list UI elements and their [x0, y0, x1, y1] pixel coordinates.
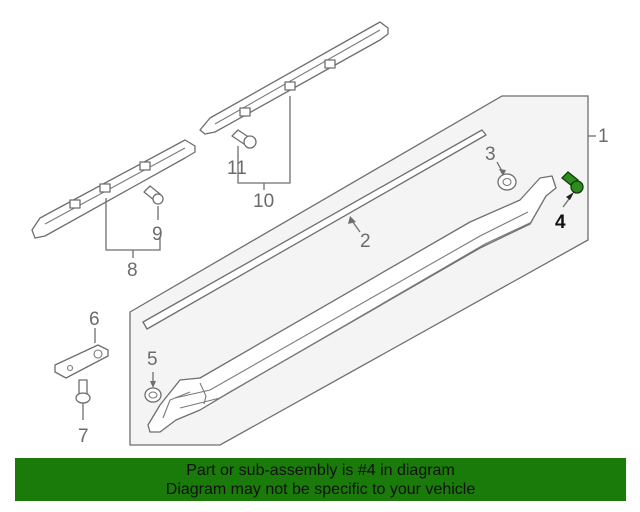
step-rail: [147, 175, 557, 433]
info-banner: Part or sub-assembly is #4 in diagram Di…: [15, 458, 626, 501]
bracket-8: [31, 139, 196, 239]
callout-8: 8: [127, 260, 138, 281]
clip-7: [75, 379, 91, 420]
callout-7: 7: [78, 426, 89, 447]
bolt-9: [143, 185, 164, 220]
banner-line-2: Diagram may not be specific to your vehi…: [165, 480, 476, 498]
callout-9: 9: [152, 224, 163, 245]
callout-10: 10: [253, 191, 274, 212]
callout-5: 5: [147, 349, 158, 370]
molding-strip: [142, 129, 487, 330]
bolt-4-highlighted: [561, 171, 584, 208]
callout-11: 11: [227, 158, 247, 179]
callout-3: 3: [485, 144, 496, 165]
grommet-5: [144, 372, 162, 403]
callout-2: 2: [360, 231, 371, 252]
callout-1: 1: [598, 126, 609, 147]
bracket-10: [199, 21, 389, 135]
callout-6: 6: [89, 309, 100, 330]
bolt-11: [231, 129, 257, 156]
bracket-6: [54, 328, 109, 379]
banner-line-1: Part or sub-assembly is #4 in diagram: [186, 461, 455, 479]
grommet-3: [496, 161, 517, 191]
callout-4: 4: [555, 212, 566, 233]
